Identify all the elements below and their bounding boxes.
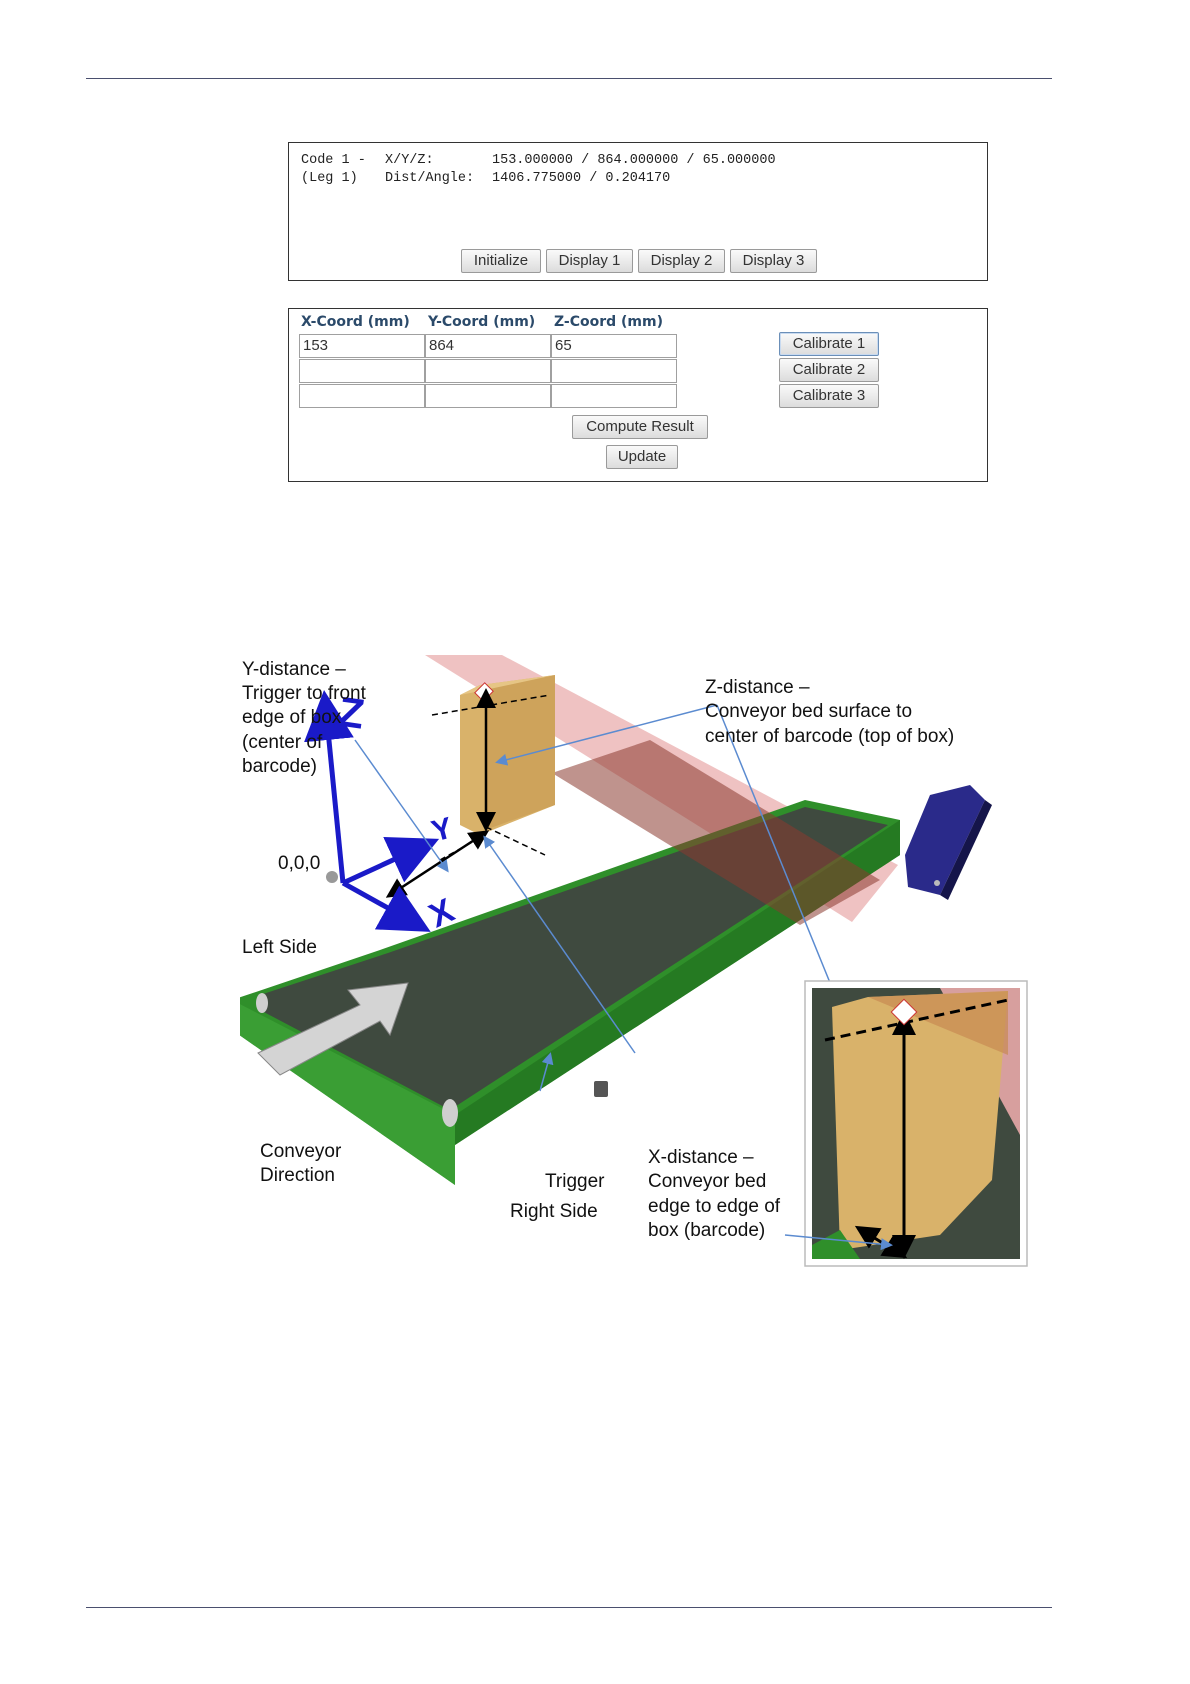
- conveyor-belt: [260, 807, 888, 1110]
- display-1-button[interactable]: Display 1: [546, 249, 633, 273]
- z-coord-input-1[interactable]: 65: [551, 334, 677, 358]
- display-2-button[interactable]: Display 2: [638, 249, 725, 273]
- inset-closeup: [804, 980, 1028, 1267]
- y-distance-callout: Y-distance – Trigger to front edge of bo…: [242, 659, 371, 777]
- code-label: Code 1 -: [301, 153, 366, 168]
- conveyor-direction-label: Conveyor Direction: [260, 1141, 347, 1186]
- dist-angle-label: Dist/Angle:: [385, 171, 475, 186]
- calibrate-1-button[interactable]: Calibrate 1: [779, 332, 879, 356]
- y-coord-header: Y-Coord (mm): [428, 314, 536, 330]
- z-distance-leader: [495, 704, 718, 766]
- barcode-reader-device: [905, 785, 992, 900]
- x-coord-input-1[interactable]: 153: [299, 334, 425, 358]
- xyz-label: X/Y/Z:: [385, 153, 434, 168]
- trigger-label: Trigger: [545, 1171, 605, 1192]
- z-distance-callout: Z-distance – Conveyor bed surface to cen…: [705, 677, 954, 747]
- x-coord-input-2[interactable]: [299, 359, 425, 383]
- leg-label: (Leg 1): [301, 171, 358, 186]
- laser-on-belt: [552, 740, 880, 925]
- bottom-dashed-line: [485, 826, 546, 856]
- roller: [442, 1099, 458, 1127]
- x-distance-callout: X-distance – Conveyor bed edge to edge o…: [648, 1147, 785, 1241]
- header-rule: [86, 78, 1052, 79]
- z-coord-input-2[interactable]: [551, 359, 677, 383]
- y-coord-input-2[interactable]: [425, 359, 551, 383]
- left-side-label: Left Side: [242, 937, 317, 958]
- conveyor-coordinate-diagram: Z Y X Y-distance – Trigger to front edge…: [240, 655, 1028, 1267]
- front-dashed-line: [439, 834, 486, 861]
- trigger-leader: [539, 1052, 554, 1092]
- x-coord-input-3[interactable]: [299, 384, 425, 408]
- update-button[interactable]: Update: [606, 445, 678, 469]
- x-distance-inset-leader: [784, 1234, 893, 1251]
- initialize-button[interactable]: Initialize: [461, 249, 541, 273]
- origin-marker: [326, 871, 338, 883]
- display-3-button[interactable]: Display 3: [730, 249, 817, 273]
- trigger-sensor-icon: [594, 1081, 608, 1097]
- footer-rule: [86, 1607, 1052, 1608]
- z-coord-input-3[interactable]: [551, 384, 677, 408]
- origin-label: 0,0,0: [278, 853, 320, 874]
- conveyor-direction-arrow: [257, 982, 409, 1076]
- y-coord-input-1[interactable]: 864: [425, 334, 551, 358]
- calibrate-3-button[interactable]: Calibrate 3: [779, 384, 879, 408]
- compute-result-button[interactable]: Compute Result: [572, 415, 708, 439]
- roller: [256, 993, 268, 1013]
- x-coord-header: X-Coord (mm): [301, 314, 410, 330]
- calibration-panel: X-Coord (mm) Y-Coord (mm) Z-Coord (mm) 1…: [288, 308, 988, 482]
- y-axis-label: Y: [428, 811, 456, 848]
- y-distance-leader: [354, 739, 449, 873]
- z-distance-leader-inset: [716, 704, 838, 998]
- result-output-panel: Code 1 - X/Y/Z: 153.000000 / 864.000000 …: [288, 142, 988, 281]
- right-side-label: Right Side: [510, 1201, 598, 1222]
- z-axis-arrow: [304, 690, 354, 884]
- y-axis-arrow: [341, 836, 440, 886]
- y-coord-input-3[interactable]: [425, 384, 551, 408]
- dist-angle-value: 1406.775000 / 0.204170: [492, 171, 671, 186]
- box-side: [485, 675, 555, 830]
- x-axis-arrow: [341, 880, 431, 932]
- xyz-value: 153.000000 / 864.000000 / 65.000000: [492, 153, 776, 168]
- calibrate-2-button[interactable]: Calibrate 2: [779, 358, 879, 382]
- z-coord-header: Z-Coord (mm): [554, 314, 663, 330]
- x-distance-leader: [483, 835, 636, 1054]
